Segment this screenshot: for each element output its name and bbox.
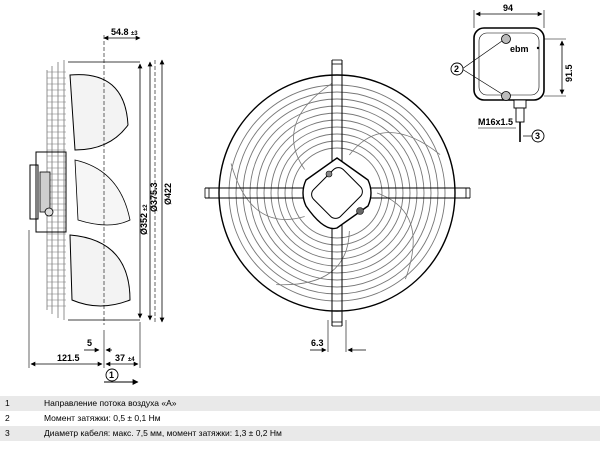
- callout-cable: 3: [535, 131, 540, 141]
- dim-dia-inner-tol: ±2: [143, 204, 149, 211]
- fan-blade-curve: [276, 231, 350, 286]
- box-logo: ebm: [510, 44, 529, 54]
- dim-side-top-tol: ±3: [131, 31, 138, 37]
- callout-torque: 2: [454, 64, 459, 74]
- dim-dia-outer: Ø422: [163, 183, 173, 205]
- screw-top: [501, 34, 511, 44]
- front-view: 6.3: [204, 59, 471, 353]
- dim-box-height: 91.5: [564, 64, 574, 82]
- cable-gland: [513, 99, 527, 109]
- fan-blades: [230, 82, 441, 286]
- terminal-gland: [356, 207, 364, 215]
- legend-text: Момент затяжки: 0,5 ± 0,1 Нм: [44, 413, 161, 423]
- legend-text: Направление потока воздуха «A»: [44, 398, 177, 408]
- guard-ring: [270, 126, 404, 260]
- fan-blade-bottom: [69, 234, 131, 307]
- legend-num: 1: [5, 398, 10, 408]
- legend-row: 2 Момент затяжки: 0,5 ± 0,1 Нм: [0, 411, 600, 426]
- dim-side-bottom-tol: ±4: [128, 357, 135, 363]
- outer-ring: [218, 74, 456, 312]
- dim-side-small: 5: [87, 338, 92, 348]
- legend-row: 1 Направление потока воздуха «A»: [0, 396, 600, 411]
- legend-num: 2: [5, 413, 10, 423]
- dim-box-width: 94: [503, 3, 513, 13]
- terminal-box-view: ebm 94 91.5 2 M16x1.5 3: [450, 3, 574, 143]
- terminal-box: [473, 27, 545, 101]
- fan-blade-curve: [349, 132, 441, 156]
- guard-ring: [256, 112, 418, 274]
- screw-bottom: [501, 91, 511, 101]
- technical-drawing: 54.8 ±3 Ø352 ±2 Ø375.3 Ø422 121.5 37 ±4 …: [28, 3, 574, 385]
- callout-airflow: 1: [109, 370, 114, 380]
- legend-table: 1 Направление потока воздуха «A» 2 Момен…: [0, 396, 600, 441]
- guard-ring: [249, 105, 425, 281]
- fan-blade-curve: [230, 163, 305, 220]
- dim-front-bottom: 6.3: [311, 338, 324, 348]
- guard-ring: [277, 133, 397, 253]
- fan-blade-curve: [376, 192, 414, 280]
- dim-cable: M16x1.5: [478, 117, 513, 127]
- guard-ring: [228, 84, 446, 302]
- motor-hub: [35, 151, 67, 233]
- guard-ring: [284, 140, 390, 246]
- side-view: 54.8 ±3 Ø352 ±2 Ø375.3 Ø422 121.5 37 ±4 …: [28, 27, 173, 385]
- dim-dia-mid: Ø375.3: [149, 182, 159, 212]
- legend-num: 3: [5, 428, 10, 438]
- guard-ring: [235, 91, 439, 295]
- fan-blade-curve: [293, 82, 333, 170]
- strut-ticks: [204, 59, 471, 327]
- legend-text: Диаметр кабеля: макс. 7,5 мм, момент зат…: [44, 428, 282, 438]
- fan-blade-top: [69, 74, 129, 151]
- side-guard-wires: [47, 71, 66, 307]
- dim-dia-inner: Ø352: [139, 213, 149, 235]
- dim-side-left: 121.5: [57, 353, 80, 363]
- dim-side-top: 54.8: [111, 27, 129, 37]
- dim-side-bottom: 37: [115, 353, 125, 363]
- guard-ring: [291, 147, 383, 239]
- legend-row: 3 Диаметр кабеля: макс. 7,5 мм, момент з…: [0, 426, 600, 441]
